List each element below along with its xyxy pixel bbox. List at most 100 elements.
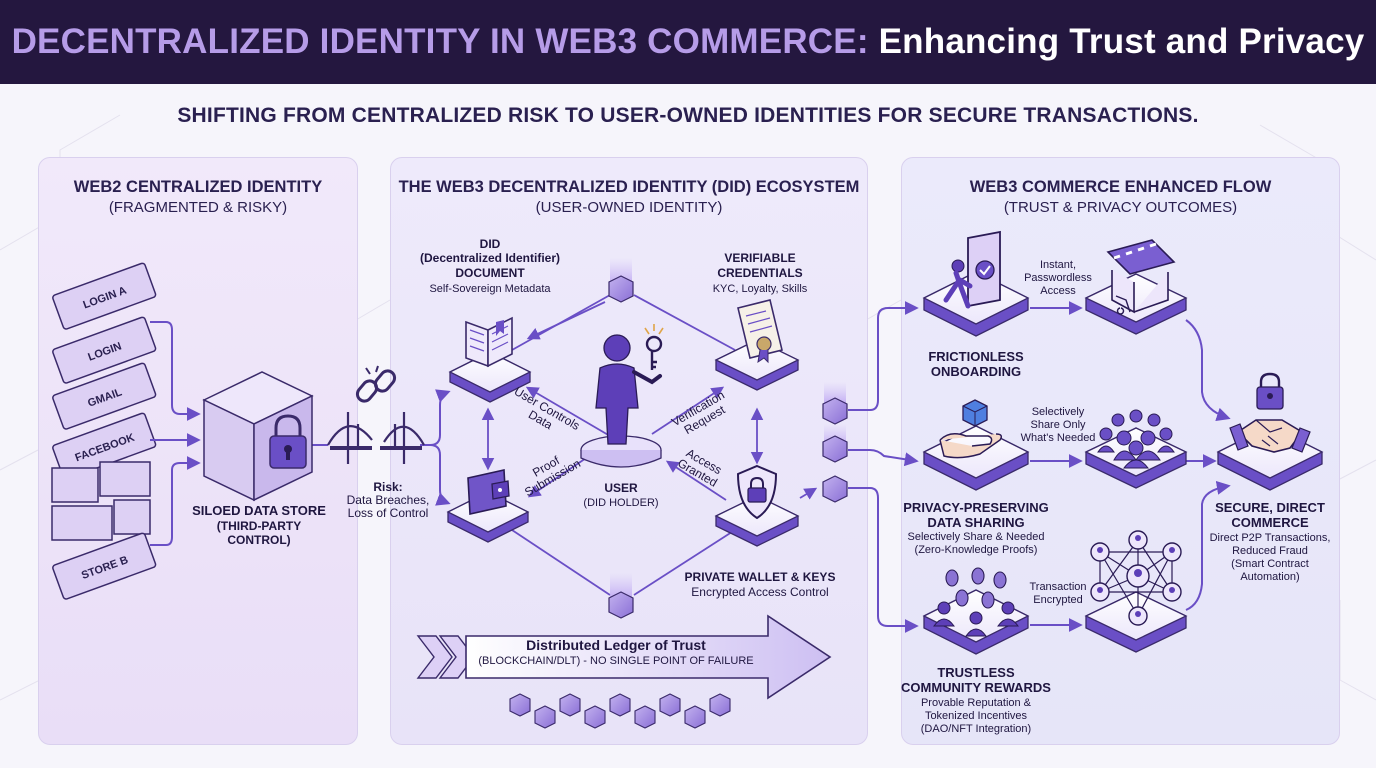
result-title-2: COMMERCE [1231,515,1309,530]
sharing-arrow-1: Selectively [1031,406,1085,418]
did-document-platform [448,316,532,403]
onboarding-arrow-3: Access [1040,285,1076,297]
risk-text-2: Loss of Control [347,506,429,520]
rewards-subtitle-2: Tokenized Incentives [924,710,1028,722]
wallet-title: PRIVATE WALLET & KEYS [684,570,836,584]
did-title-3: DOCUMENT [455,266,525,280]
rewards-subtitle-3: (DAO/NFT Integration) [920,723,1032,735]
broken-bridge-icon [327,412,425,464]
wallet-icon [467,469,510,515]
page-title: DECENTRALIZED IDENTITY IN WEB3 COMMERCE:… [12,22,1365,62]
network-platform [1084,530,1188,653]
ledger-node-top [608,258,634,303]
rewards-title-1: TRUSTLESS [937,665,1015,680]
certificate-icon [737,299,783,364]
user-title: USER [604,481,638,495]
onboarding-title-2: ONBOARDING [930,364,1022,379]
blockchain-cubes-icon [509,693,731,729]
result-subtitle-3: (Smart Contract [1231,558,1309,570]
panel-subtitle-web3: (USER-OWNED IDENTITY) [535,199,723,216]
onboarding-platform [922,230,1030,337]
login-block-1: LOGIN A [52,262,157,330]
coins-people-icon [933,567,1019,637]
ledger-node-right-1 [822,382,848,425]
storefront-icon [1106,239,1176,315]
storefront-platform [1084,239,1188,335]
sharing-title-1: PRIVACY-PRESERVING [903,500,1049,515]
ledger-title: Distributed Ledger of Trust [526,637,706,653]
wallet-platform [446,469,530,543]
panel-subtitle-web2: (FRAGMENTED & RISKY) [108,199,288,216]
panel-title-commerce: WEB3 COMMERCE ENHANCED FLOW [969,178,1272,196]
result-subtitle-2: Reduced Fraud [1232,545,1308,557]
panel-subtitle-commerce: (TRUST & PRIVACY OUTCOMES) [1003,199,1238,216]
fragment-block-2 [99,461,151,497]
rewards-arrow-1: Transaction [1029,581,1087,593]
siloed-store-subtitle: (THIRD-PARTY CONTROL) [216,519,302,547]
login-block-5: STORE B [52,532,157,600]
onboarding-arrow-2: Passwordless [1024,272,1092,284]
broken-chain-icon [355,365,397,403]
did-title-1: DID [479,237,501,251]
handshake-lock-icon [1229,372,1311,453]
data-sharing-platform [922,399,1030,491]
title-rest: Enhancing Trust and Privacy [878,22,1365,61]
onboarding-arrow-1: Instant, [1039,259,1077,271]
result-subtitle-1: Direct P2P Transactions, [1209,532,1331,544]
title-highlight: DECENTRALIZED IDENTITY IN WEB3 COMMERCE: [11,22,869,61]
rewards-arrow-2: Encrypted [1033,594,1083,606]
edge-label-verification: VerificationRequest [669,388,733,441]
vc-title-1: VERIFIABLE [724,251,796,265]
verifiable-credentials-platform [714,299,800,391]
panel-title-web2: WEB2 CENTRALIZED IDENTITY [73,178,323,196]
rewards-platform [922,567,1030,655]
shield-lock-icon [736,464,778,520]
person-door-icon [943,230,1001,309]
ledger-subtitle: (BLOCKCHAIN/DLT) - NO SINGLE POINT OF FA… [478,655,754,667]
commerce-arrows [848,301,1231,633]
risk-text-1: Data Breaches, [346,493,430,507]
onboarding-title-1: FRICTIONLESS [928,349,1024,364]
ledger-node-right-2 [822,424,848,463]
page-subtitle: SHIFTING FROM CENTRALIZED RISK TO USER-O… [177,104,1199,127]
sharing-title-2: DATA SHARING [927,515,1025,530]
ledger-arrow [416,614,832,700]
result-subtitle-4: Automation) [1240,571,1300,583]
login-block-3: GMAIL [52,362,157,430]
sharing-arrow-2: Share Only [1030,419,1086,431]
fragment-block-4 [113,499,151,535]
book-icon [465,316,513,368]
network-icon [1090,530,1182,626]
web3-connectors [481,294,818,596]
web2-login-stack: LOGIN A LOGIN GMAIL FACEBOOK STORE B [51,262,157,600]
user-key-icon [580,324,664,468]
vc-title-2: CREDENTIALS [717,266,803,280]
vc-subtitle: KYC, Loyalty, Skills [712,283,808,295]
panel-title-web3: THE WEB3 DECENTRALIZED IDENTITY (DID) EC… [398,178,860,196]
ledger-node-bottom [608,573,634,619]
web2-arrows [150,321,451,546]
wallet-subtitle: Encrypted Access Control [691,585,829,599]
header-bar: DECENTRALIZED IDENTITY IN WEB3 COMMERCE:… [0,0,1376,84]
did-subtitle: Self-Sovereign Metadata [429,283,551,295]
did-title-2: (Decentralized Identifier) [419,251,561,265]
sharing-subtitle-1: Selectively Share & Needed [907,531,1045,543]
rewards-subtitle-1: Provable Reputation & [920,697,1032,709]
edge-label-user-controls: User ControlsData [505,384,582,444]
handshake-platform [1216,372,1324,491]
fragment-block-3 [51,505,113,541]
padlock-icon [269,414,307,469]
user-subtitle: (DID HOLDER) [583,497,659,509]
hand-cube-icon [939,399,1003,459]
siloed-store-title: SILOED DATA STORE [192,503,326,518]
sharing-arrow-3: What's Needed [1020,432,1096,444]
login-block-2: LOGIN [52,316,157,384]
fragment-block-1 [51,467,99,503]
result-title-1: SECURE, DIRECT [1215,500,1325,515]
rewards-title-2: COMMUNITY REWARDS [901,680,1051,695]
siloed-data-store-cube [202,371,314,502]
risk-title: Risk: [373,480,403,494]
community-platform [1084,409,1188,489]
sharing-subtitle-2: (Zero-Knowledge Proofs) [914,544,1038,556]
